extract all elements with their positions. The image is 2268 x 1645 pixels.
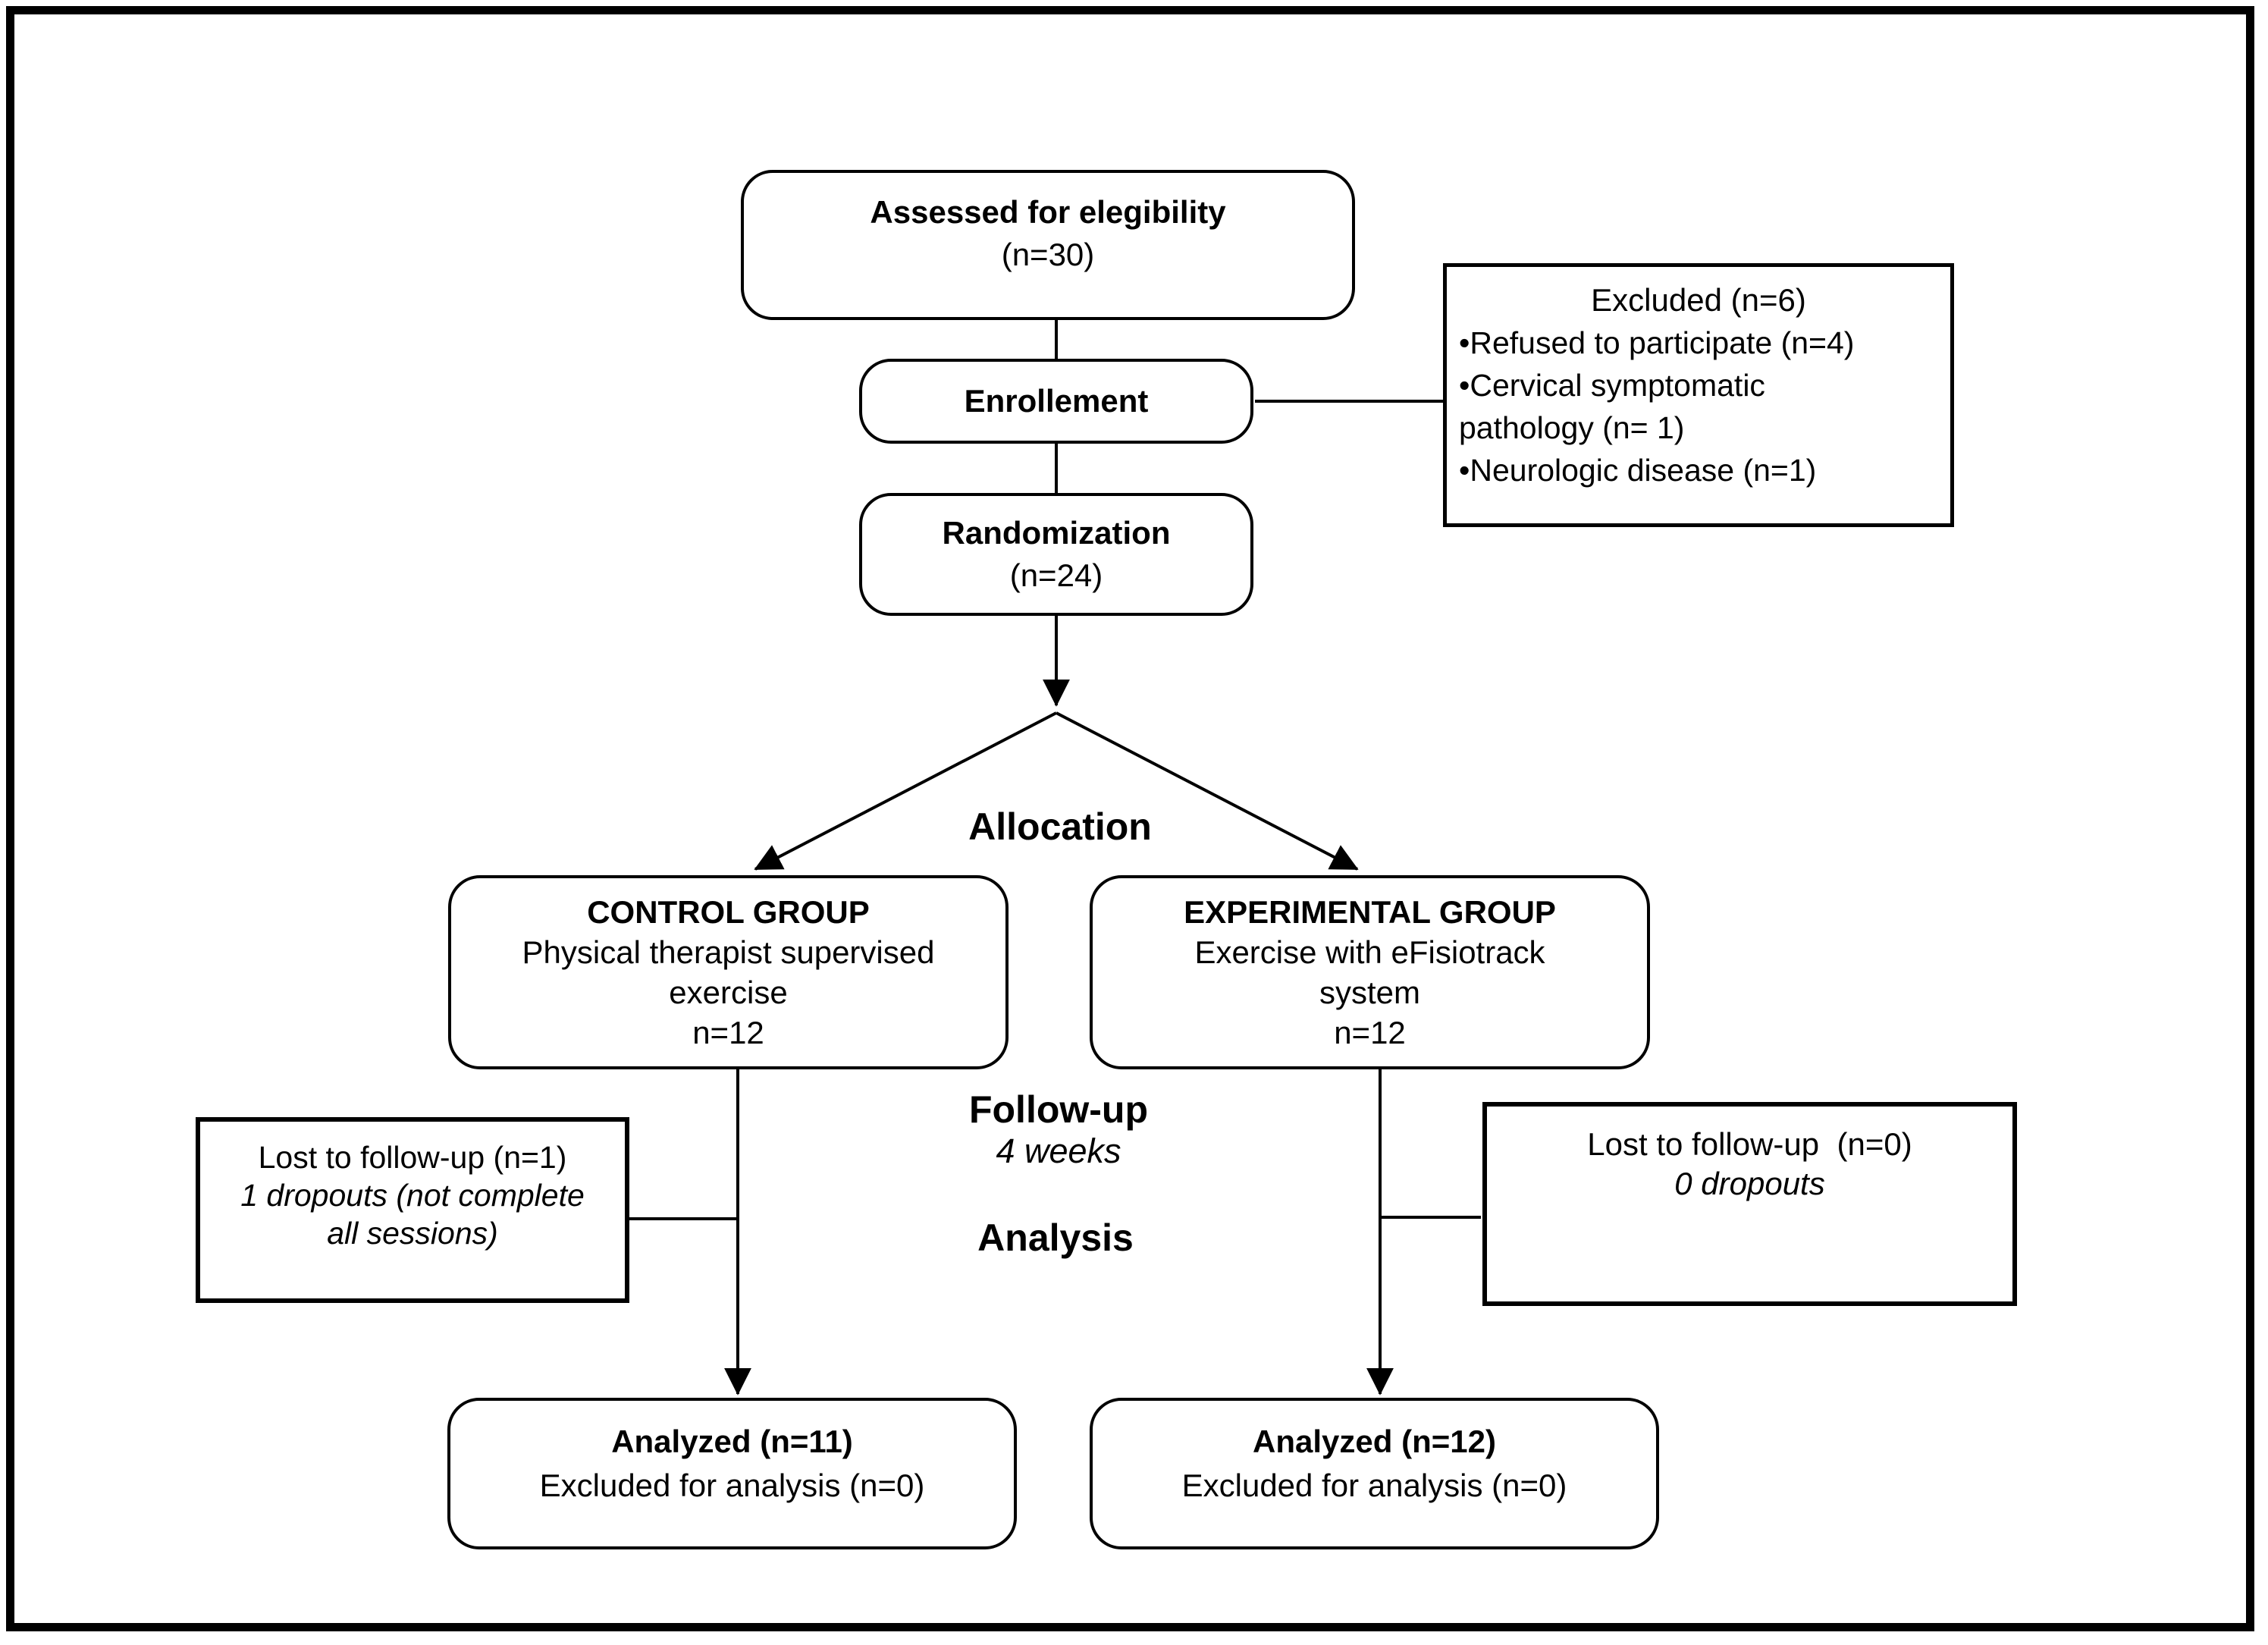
control-group-box: CONTROL GROUP Physical therapist supervi… — [448, 875, 1009, 1069]
randomization-title: Randomization — [942, 515, 1171, 551]
control-group-title: CONTROL GROUP — [587, 894, 870, 930]
assessed-title: Assessed for elegibility — [870, 194, 1226, 230]
experimental-group-box: EXPERIMENTAL GROUP Exercise with eFisiot… — [1090, 875, 1650, 1069]
analyzed-control-subtitle: Excluded for analysis (n=0) — [539, 1468, 925, 1503]
excluded-box: Excluded (n=6) •Refused to participate (… — [1443, 263, 1954, 527]
randomization-box: Randomization (n=24) — [859, 493, 1253, 616]
lost-control-title: Lost to follow-up (n=1) — [258, 1140, 567, 1175]
excluded-item: pathology (n= 1) — [1459, 410, 1685, 445]
diagram-border — [6, 6, 2254, 1631]
excluded-item: •Refused to participate (n=4) — [1459, 325, 1855, 360]
followup-period-label: 4 weeks — [996, 1132, 1121, 1170]
lost-control-detail: 1 dropouts (not complete — [240, 1178, 585, 1213]
lost-experimental-title: Lost to follow-up (n=0) — [1587, 1126, 1912, 1162]
experimental-group-count: n=12 — [1334, 1015, 1406, 1050]
analyzed-control-box: Analyzed (n=11) Excluded for analysis (n… — [447, 1398, 1017, 1549]
lost-control-box: Lost to follow-up (n=1) 1 dropouts (not … — [196, 1117, 629, 1303]
assessed-box: Assessed for elegibility (n=30) — [741, 170, 1355, 320]
analyzed-experimental-subtitle: Excluded for analysis (n=0) — [1181, 1468, 1567, 1503]
experimental-group-line: system — [1319, 975, 1420, 1010]
lost-experimental-box: Lost to follow-up (n=0) 0 dropouts — [1482, 1102, 2017, 1306]
enrollement-title: Enrollement — [964, 383, 1149, 419]
arrow-allocation-to-control — [754, 711, 1057, 871]
arrow-allocation-to-experimental — [1056, 711, 1359, 871]
control-group-line: exercise — [669, 975, 788, 1010]
excluded-item: •Neurologic disease (n=1) — [1459, 453, 1817, 488]
control-group-count: n=12 — [692, 1015, 764, 1050]
excluded-item: •Cervical symptomatic — [1459, 368, 1765, 403]
experimental-group-line: Exercise with eFisiotrack — [1194, 934, 1545, 970]
analyzed-experimental-title: Analyzed (n=12) — [1253, 1424, 1496, 1459]
analysis-label: Analysis — [977, 1216, 1134, 1259]
excluded-items: •Refused to participate (n=4) •Cervical … — [1447, 322, 1950, 491]
randomization-count: (n=24) — [1009, 557, 1103, 593]
allocation-label: Allocation — [968, 805, 1152, 848]
lost-experimental-detail: 0 dropouts — [1674, 1166, 1825, 1201]
analyzed-control-title: Analyzed (n=11) — [611, 1424, 853, 1459]
followup-label: Follow-up — [968, 1088, 1149, 1131]
assessed-count: (n=30) — [1001, 237, 1095, 272]
enrollement-box: Enrollement — [859, 359, 1253, 444]
experimental-group-title: EXPERIMENTAL GROUP — [1184, 894, 1556, 930]
excluded-title: Excluded (n=6) — [1591, 282, 1806, 318]
analyzed-experimental-box: Analyzed (n=12) Excluded for analysis (n… — [1090, 1398, 1659, 1549]
lost-control-detail: all sessions) — [327, 1216, 498, 1251]
control-group-line: Physical therapist supervised — [522, 934, 935, 970]
